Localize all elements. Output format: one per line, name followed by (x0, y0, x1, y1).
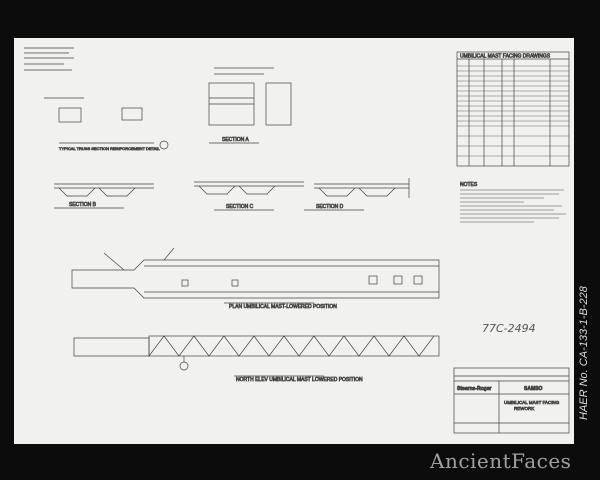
handwritten-number: 77C-2494 (482, 322, 536, 335)
detail-1-label: TYPICAL TRUSS SECTION REINFORCEMENT DETA… (59, 146, 161, 151)
plan-view-drawing (71, 247, 440, 304)
section-a-drawing (208, 67, 292, 144)
section-c-label: SECTION C (226, 204, 254, 210)
agency-name: SAMSO (524, 386, 542, 392)
detail-1-drawing (24, 47, 169, 150)
table-title: UMBILICAL MAST FACING DRAWINGS (460, 54, 551, 60)
elevation-view-label: NORTH ELEV UMBILICAL MAST LOWERED POSITI… (236, 377, 363, 383)
elevation-view-drawing (73, 335, 440, 377)
drawing-index-table (456, 51, 570, 167)
section-b-label: SECTION B (69, 202, 97, 208)
plan-view-label: PLAN UMBILICAL MAST-LOWERED POSITION (229, 304, 337, 310)
engineering-drawing: TYPICAL TRUSS SECTION REINFORCEMENT DETA… (24, 47, 570, 434)
section-a-label: SECTION A (222, 137, 249, 143)
notes-title: NOTES (460, 182, 478, 188)
section-d-label: SECTION D (316, 204, 344, 210)
title-block (453, 367, 570, 434)
archive-id: HAER No. CA-133-1-B-228 (578, 286, 590, 420)
drawing-title-line1: UMBILICAL MAST FACING (504, 400, 560, 405)
notes-text (460, 189, 566, 223)
watermark: AncientFaces (430, 449, 572, 473)
drawing-title-line2: REWORK (514, 406, 534, 411)
sections-bcd-drawing (54, 178, 410, 211)
drawing-sheet: TYPICAL TRUSS SECTION REINFORCEMENT DETA… (14, 38, 574, 444)
firm-name: Stearns-Roger (457, 386, 492, 392)
